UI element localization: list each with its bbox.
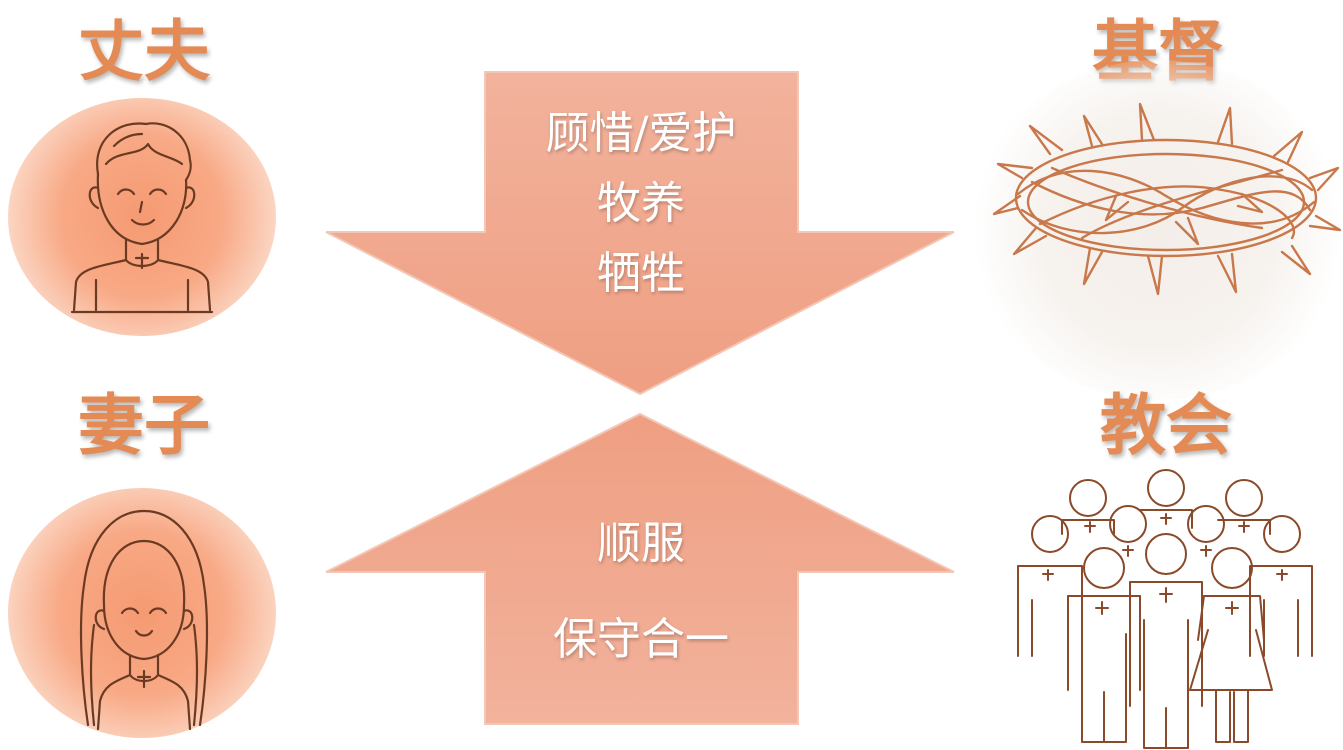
- church-title: 教会: [1100, 386, 1232, 464]
- congregation-icon: [1017, 469, 1313, 749]
- crown-of-thorns-icon: [992, 102, 1342, 296]
- woman-with-veil-icon: [79, 509, 209, 731]
- arrow-line-cherish: 顾惜/爱护: [545, 108, 737, 159]
- up-arrow-shape: [325, 412, 955, 725]
- husband-avatar-bg: [8, 98, 276, 336]
- down-arrow-text: 顾惜/爱护 牧养 牺牲: [486, 108, 796, 296]
- arrow-line-sacrifice: 牺牲: [597, 248, 685, 299]
- wife-avatar-bg: [8, 488, 276, 738]
- husband-title: 丈夫: [78, 12, 210, 90]
- man-with-cross-icon: [70, 122, 214, 314]
- arrow-line-submit: 顺服: [597, 518, 685, 569]
- up-arrow-text: 顺服 保守合一: [486, 518, 796, 662]
- arrow-line-shepherd: 牧养: [597, 178, 685, 229]
- wife-title: 妻子: [78, 386, 210, 464]
- arrow-line-keep-unity: 保守合一: [553, 614, 729, 665]
- down-arrow-shape: [325, 71, 955, 396]
